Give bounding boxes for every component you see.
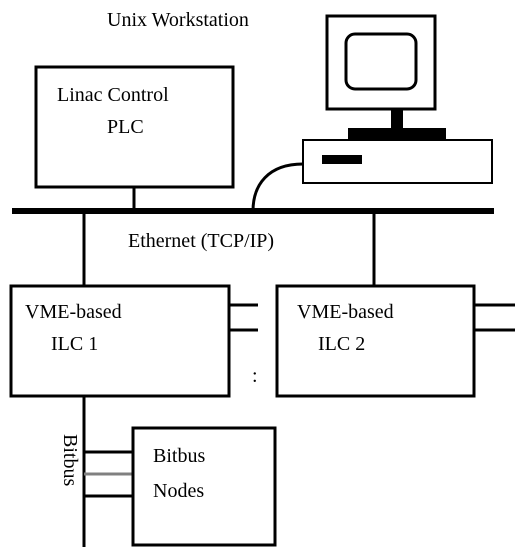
workstation-label: Unix Workstation (107, 9, 249, 31)
bitbus-nodes-label-line2: Nodes (153, 480, 204, 502)
ilc2-box: VME-based ILC 2 (275, 284, 515, 398)
bitbus-label: Bitbus (59, 434, 81, 486)
ilc1-label-line2: ILC 1 (51, 333, 98, 355)
plc-box: Linac Control PLC (34, 65, 235, 189)
bitbus-nodes-box: Bitbus Nodes (131, 426, 277, 547)
ilc1-label-line1: VME-based (25, 301, 122, 323)
ilc1-box: VME-based ILC 1 (9, 284, 258, 398)
ellipsis: : (252, 365, 258, 387)
unix-workstation: Unix Workstation (107, 9, 493, 212)
plc-label-line2: PLC (107, 116, 144, 138)
bitbus-nodes-label-line1: Bitbus (153, 445, 205, 467)
ethernet-bus (12, 208, 494, 214)
monitor-icon (325, 14, 446, 140)
workstation-link (251, 162, 304, 212)
plc-label-line1: Linac Control (57, 84, 169, 106)
ilc2-label-line1: VME-based (297, 301, 394, 323)
ilc2-label-line2: ILC 2 (318, 333, 365, 355)
computer-case-icon (302, 139, 493, 184)
ethernet-label: Ethernet (TCP/IP) (128, 230, 274, 252)
